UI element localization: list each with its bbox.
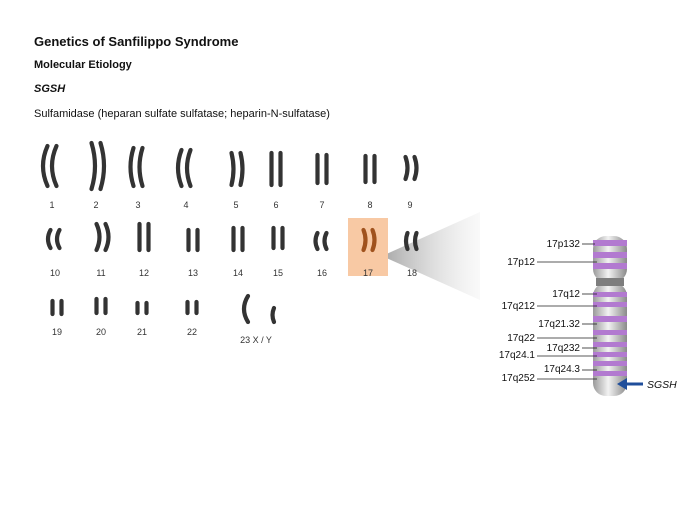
- chromosome-label: 23 X / Y: [240, 335, 272, 345]
- chromosome-14: 14: [231, 225, 245, 278]
- chromosome-band: [593, 330, 627, 335]
- chromosome-label: 22: [187, 327, 197, 337]
- chromosome-label: 21: [137, 327, 147, 337]
- band-label: 17q21.32: [538, 319, 580, 330]
- chromosome-18: 18: [403, 230, 419, 278]
- chromosome-9: 9: [403, 154, 419, 210]
- chromosome-12: 12: [137, 221, 151, 278]
- page-title: Genetics of Sanfilippo Syndrome: [34, 34, 239, 49]
- band-label: 17q212: [502, 301, 536, 312]
- chromosome-band: [593, 342, 627, 347]
- chromosome-label: 12: [139, 268, 149, 278]
- chromosome-band: [593, 361, 627, 366]
- chromosome-band: [593, 371, 627, 376]
- chromosome-13: 13: [186, 227, 200, 278]
- chromosome-4: 4: [175, 147, 193, 210]
- chromosome-label: 15: [273, 268, 283, 278]
- gene-label-sgsh: SGSH: [647, 379, 677, 391]
- chromosome-17-q-arm: [593, 283, 627, 396]
- centromere: [596, 278, 624, 286]
- chromosome-23: 23 X / Y: [240, 293, 277, 345]
- chromosome-label: 10: [50, 268, 60, 278]
- chromosome-17: 17: [348, 218, 388, 278]
- chromosome-band: [593, 252, 627, 258]
- chromosome-19: 19: [50, 298, 64, 337]
- chromosome-17-ideogram: [593, 236, 627, 396]
- chromosome-7: 7: [315, 152, 329, 210]
- chromosome-22: 22: [185, 299, 199, 337]
- chromosome-11: 11: [94, 221, 111, 278]
- chromosome-16: 16: [313, 230, 329, 278]
- chromosome-10: 10: [45, 227, 62, 278]
- chromosome-label: 4: [183, 200, 188, 210]
- chromosome-label: 7: [319, 200, 324, 210]
- band-label: 17q24.1: [499, 350, 536, 361]
- chromosome-6: 6: [269, 150, 283, 210]
- chromosome-2: 2: [89, 140, 107, 210]
- chromosome-label: 13: [188, 268, 198, 278]
- chromosome-label: 9: [407, 200, 412, 210]
- section-subtitle: Molecular Etiology: [34, 59, 132, 71]
- chromosome-band: [593, 316, 627, 322]
- chromosome-band: [593, 263, 627, 269]
- band-label: 17q12: [552, 289, 580, 300]
- chromosome-21: 21: [135, 300, 149, 337]
- chromosome-band: [593, 302, 627, 307]
- sgsh-arrow-icon: [617, 378, 643, 390]
- chromosome-label: 14: [233, 268, 243, 278]
- chromosome-label: 3: [135, 200, 140, 210]
- chromosome-label: 19: [52, 327, 62, 337]
- chromosome-band: [593, 292, 627, 297]
- zoom-wedge: [382, 212, 480, 300]
- chromosome-label: 18: [407, 268, 417, 278]
- band-label: 17p132: [547, 239, 581, 250]
- chromosome-label: 8: [367, 200, 372, 210]
- band-label: 17q252: [502, 373, 536, 384]
- band-label: 17q232: [547, 343, 581, 354]
- band-label: 17q22: [507, 333, 535, 344]
- chromosome-label: 1: [49, 200, 54, 210]
- chromosome-15: 15: [271, 225, 285, 278]
- chromosome-17-p-arm: [593, 236, 627, 282]
- chromosome-8: 8: [363, 153, 377, 210]
- chromosome-1: 1: [40, 143, 59, 210]
- chromosome-label: 17: [363, 268, 373, 278]
- highlight-box: [348, 218, 388, 276]
- chromosome-label: 20: [96, 327, 106, 337]
- chromosome-label: 2: [93, 200, 98, 210]
- gene-name: SGSH: [34, 83, 66, 95]
- chromosome-3: 3: [128, 145, 145, 210]
- chromosome-label: 16: [317, 268, 327, 278]
- chromosome-band: [593, 240, 627, 246]
- chromosome-20: 20: [94, 296, 108, 337]
- band-label: 17p12: [507, 257, 535, 268]
- gene-description: Sulfamidase (heparan sulfate sulfatase; …: [34, 108, 330, 120]
- chromosome-band: [593, 352, 627, 357]
- band-marks: [593, 240, 627, 376]
- chromosome-label: 11: [96, 268, 105, 278]
- chromosome-label: 6: [273, 200, 278, 210]
- band-label: 17q24.3: [544, 364, 581, 375]
- chromosome-5: 5: [229, 150, 245, 210]
- chromosome-label: 5: [233, 200, 238, 210]
